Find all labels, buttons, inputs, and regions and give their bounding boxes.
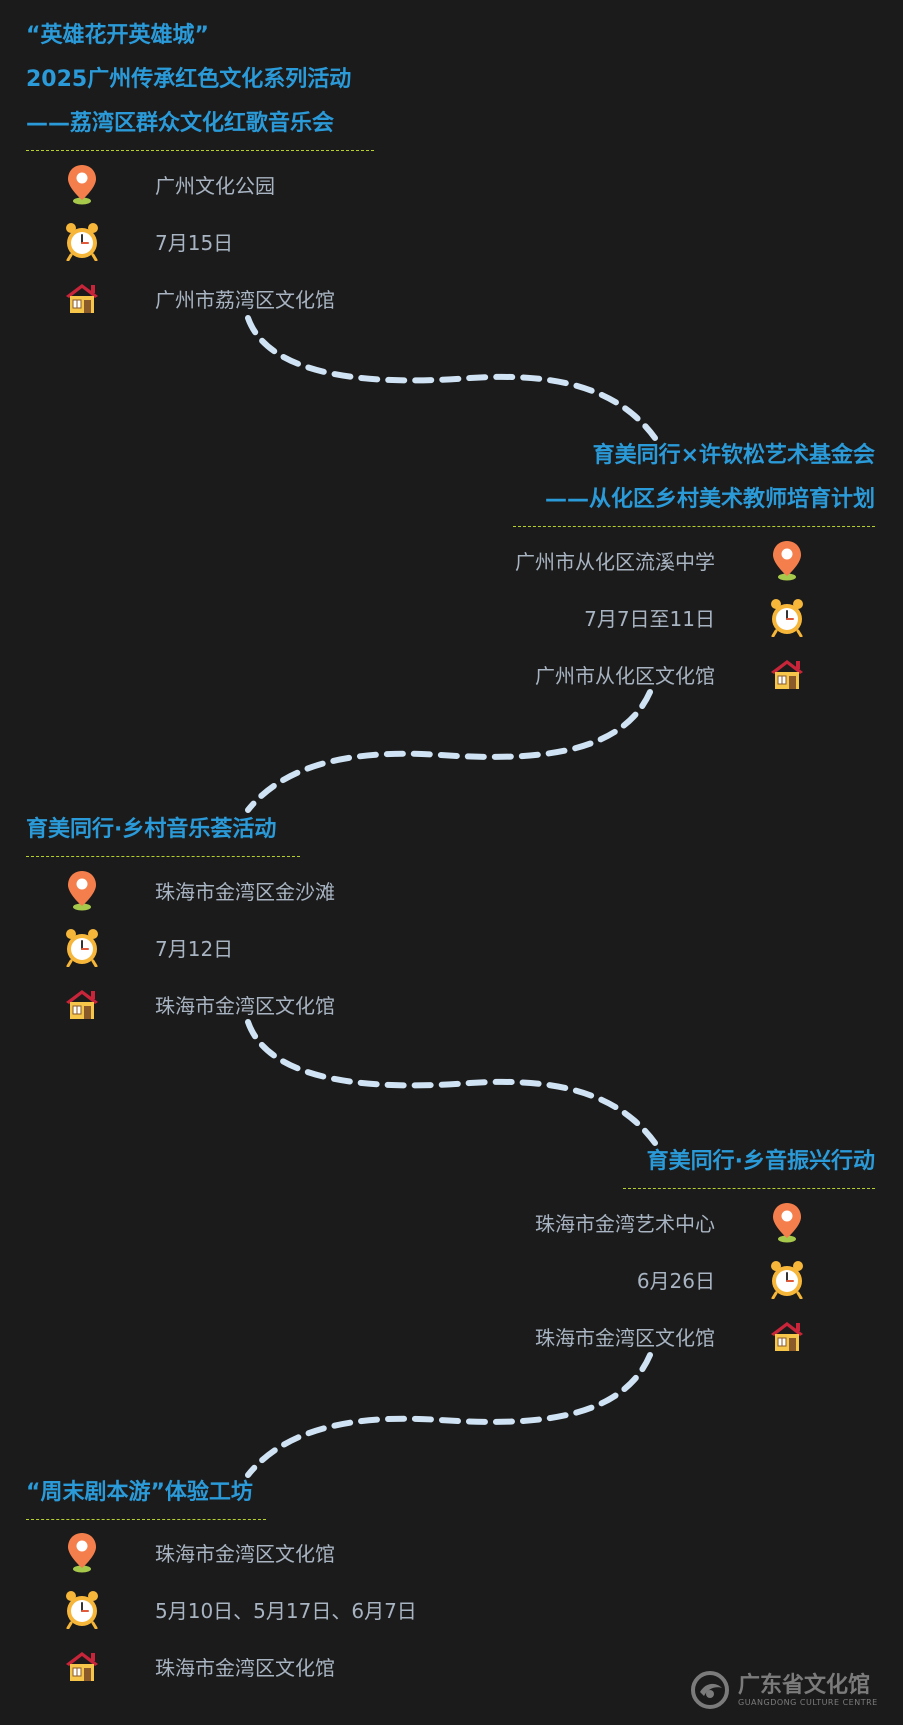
event-4-organizer-row: 珠海市金湾区文化馆: [535, 1316, 807, 1356]
event-title-line: 育美同行·乡音振兴行动: [646, 1149, 875, 1174]
event-3-organizer-row: 珠海市金湾区文化馆: [62, 984, 335, 1024]
location-text: 广州文化公园: [155, 173, 275, 198]
date-text: 7月15日: [155, 230, 234, 255]
alarm-clock-icon: [62, 221, 102, 261]
event-5-date-row: 5月10日、5月17日、6月7日: [62, 1589, 417, 1629]
connector-1-2: [245, 315, 658, 441]
map-pin-icon: [62, 164, 102, 205]
event-2-organizer-row: 广州市从化区文化馆: [535, 654, 807, 694]
title-underline: [26, 150, 374, 151]
title-underline: [623, 1188, 875, 1189]
date-text: 6月26日: [636, 1268, 715, 1293]
logo-emblem-icon: [691, 1671, 729, 1709]
logo-subtitle: GUANGDONG CULTURE CENTRE: [738, 1697, 878, 1707]
event-4-title: 育美同行·乡音振兴行动: [623, 1140, 875, 1189]
title-underline: [26, 856, 300, 857]
house-icon: [767, 1316, 807, 1356]
map-pin-icon: [62, 1532, 102, 1573]
alarm-clock-icon: [767, 1259, 807, 1299]
event-4-location-row: 珠海市金湾艺术中心: [535, 1202, 807, 1243]
event-5-organizer-row: 珠海市金湾区文化馆: [62, 1646, 335, 1686]
event-1-title: “英雄花开英雄城” 2025广州传承红色文化系列活动 ——荔湾区群众文化红歌音乐…: [26, 14, 374, 151]
alarm-clock-icon: [62, 1589, 102, 1629]
event-1-organizer-row: 广州市荔湾区文化馆: [62, 278, 335, 318]
organizer-text: 珠海市金湾区文化馆: [155, 993, 335, 1018]
title-underline: [513, 526, 875, 527]
connector-3-4: [245, 1019, 658, 1146]
event-title-line: “英雄花开英雄城”: [26, 23, 209, 48]
event-title-line: “周末剧本游”体验工坊: [26, 1480, 253, 1505]
event-5-location-row: 珠海市金湾区文化馆: [62, 1532, 335, 1573]
event-title-line: ——从化区乡村美术教师培育计划: [544, 487, 875, 512]
house-icon: [62, 1646, 102, 1686]
event-title-line: 2025广州传承红色文化系列活动: [26, 67, 352, 92]
alarm-clock-icon: [767, 597, 807, 637]
event-title-line: 育美同行×许钦松艺术基金会: [592, 443, 875, 468]
date-text: 5月10日、5月17日、6月7日: [155, 1598, 417, 1623]
map-pin-icon: [767, 1202, 807, 1243]
location-text: 珠海市金湾区文化馆: [155, 1541, 335, 1566]
organizer-text: 广州市从化区文化馆: [535, 663, 715, 688]
event-2-date-row: 7月7日至11日: [584, 597, 807, 637]
event-title-line: 育美同行·乡村音乐荟活动: [26, 817, 277, 842]
event-title-line: ——荔湾区群众文化红歌音乐会: [26, 111, 335, 136]
location-text: 珠海市金湾艺术中心: [535, 1211, 715, 1236]
house-icon: [62, 984, 102, 1024]
house-icon: [767, 654, 807, 694]
organizer-text: 珠海市金湾区文化馆: [155, 1655, 335, 1680]
event-3-date-row: 7月12日: [62, 927, 233, 967]
event-1-date-row: 7月15日: [62, 221, 233, 261]
event-3-title: 育美同行·乡村音乐荟活动: [26, 808, 300, 857]
location-text: 广州市从化区流溪中学: [515, 549, 715, 574]
title-underline: [26, 1519, 266, 1520]
map-pin-icon: [767, 540, 807, 581]
connector-4-5: [245, 1352, 653, 1478]
date-text: 7月7日至11日: [584, 606, 715, 631]
guangdong-culture-centre-logo: 广东省文化馆 GUANGDONG CULTURE CENTRE: [688, 1666, 888, 1714]
event-4-date-row: 6月26日: [637, 1259, 807, 1299]
event-5-title: “周末剧本游”体验工坊: [26, 1471, 266, 1520]
event-1-location-row: 广州文化公园: [62, 164, 275, 205]
alarm-clock-icon: [62, 927, 102, 967]
house-icon: [62, 278, 102, 318]
event-2-location-row: 广州市从化区流溪中学: [515, 540, 807, 581]
organizer-text: 珠海市金湾区文化馆: [535, 1325, 715, 1350]
organizer-text: 广州市荔湾区文化馆: [155, 287, 335, 312]
date-text: 7月12日: [155, 936, 234, 961]
logo-name: 广东省文化馆: [738, 1672, 871, 1698]
location-text: 珠海市金湾区金沙滩: [155, 879, 335, 904]
connector-2-3: [245, 689, 653, 813]
map-pin-icon: [62, 870, 102, 911]
event-2-title: 育美同行×许钦松艺术基金会 ——从化区乡村美术教师培育计划: [513, 434, 875, 527]
event-3-location-row: 珠海市金湾区金沙滩: [62, 870, 335, 911]
